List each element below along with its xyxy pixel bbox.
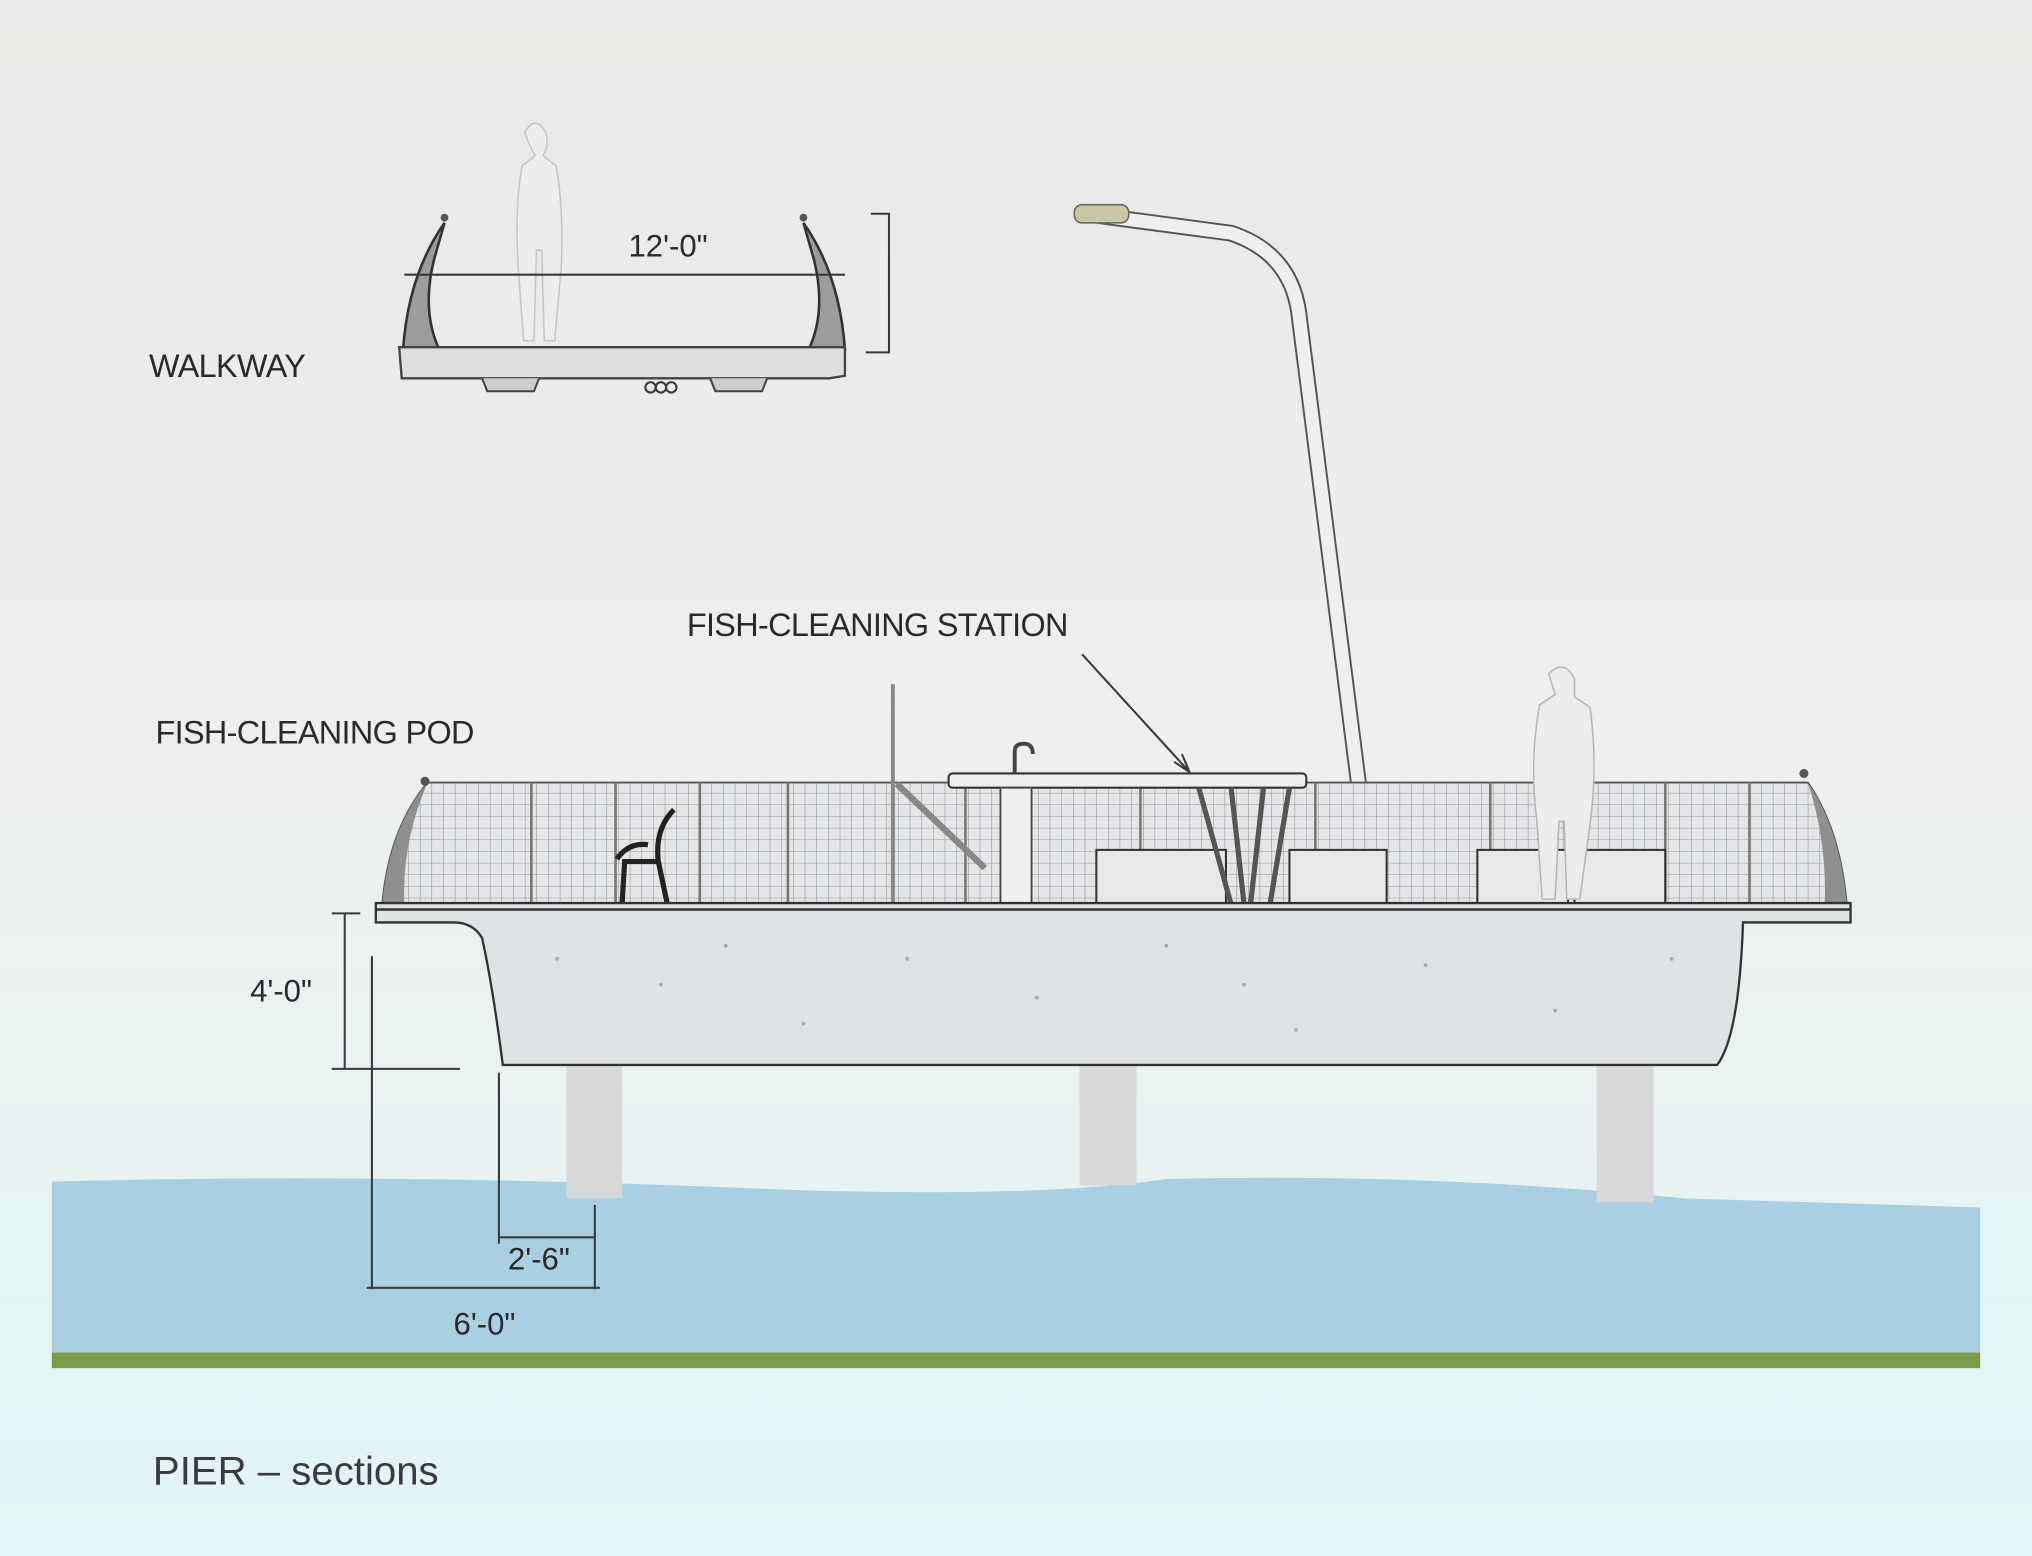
depth-dimension: 4'-0" <box>250 973 312 1008</box>
pod-label: FISH-CLEANING POD <box>156 715 474 751</box>
overhang-dimension: 2'-6" <box>508 1242 570 1277</box>
walkway-width-dimension: 12'-0" <box>629 229 708 264</box>
pier-column <box>1079 1064 1137 1186</box>
pod-person-silhouette <box>1532 666 1595 900</box>
pod-deck-slab <box>374 901 1852 1067</box>
walkway-deck <box>397 346 847 380</box>
pier-column <box>1596 1064 1654 1203</box>
station-callout-label: FISH-CLEANING STATION <box>687 607 1068 643</box>
water <box>51 1177 1981 1354</box>
ground-line <box>51 1352 1981 1369</box>
diagram-title: PIER – sections <box>153 1449 439 1494</box>
chair <box>614 807 676 905</box>
pod-dimensions: 4'-0" 2'-6" 6'-0" <box>250 912 601 1341</box>
fish-cleaning-station <box>947 741 1308 906</box>
station-callout-arrow <box>1081 653 1192 775</box>
walkway-label: WALKWAY <box>149 348 305 384</box>
lamp-head <box>1073 203 1130 224</box>
walkway-person-silhouette <box>516 122 563 342</box>
walkway-section: 12'-0" WALKWAY <box>149 122 891 394</box>
street-lamp <box>1073 203 1383 905</box>
pier-offset-dimension: 6'-0" <box>454 1306 516 1341</box>
fish-cleaning-pod <box>374 666 1852 1067</box>
pier-column <box>566 1064 623 1199</box>
